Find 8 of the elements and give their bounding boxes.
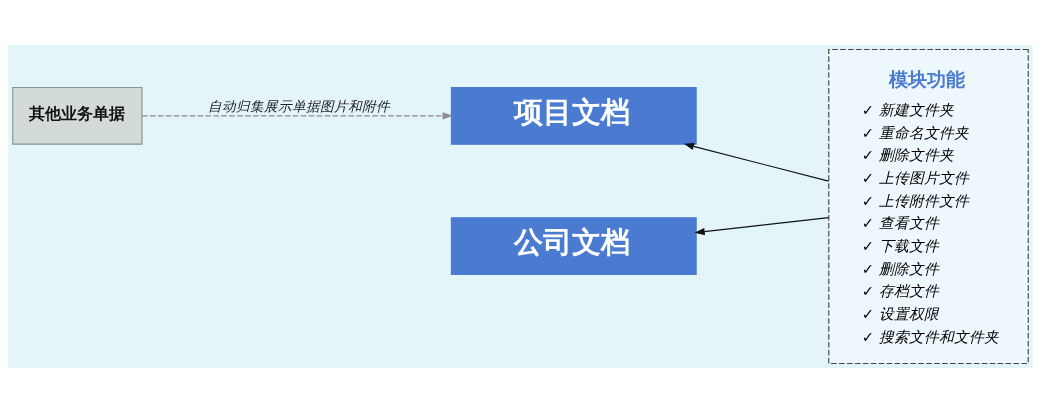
arrow <box>694 216 830 235</box>
node-box: 模块功能 ✓ 新建文件夹 ✓ 重命名文件夹 ✓ 删除文件夹 ✓ 上传图片文件 ✓ 上传附件文件 ✓ 查看文件 ✓ 下载文件 ✓ 删除文件 ✓ 存档文件 ✓ 设置权限 ✓ 搜索文件和文件夹 <box>828 48 1029 364</box>
edge-label: 自动归集展示单据图片和附件 <box>207 97 390 114</box>
arrow <box>141 111 453 119</box>
node-box: 其他业务单据 <box>12 86 143 145</box>
arrow <box>683 142 830 182</box>
node-box: 公司文档 <box>450 216 697 275</box>
node-box: 项目文档 <box>450 86 697 145</box>
